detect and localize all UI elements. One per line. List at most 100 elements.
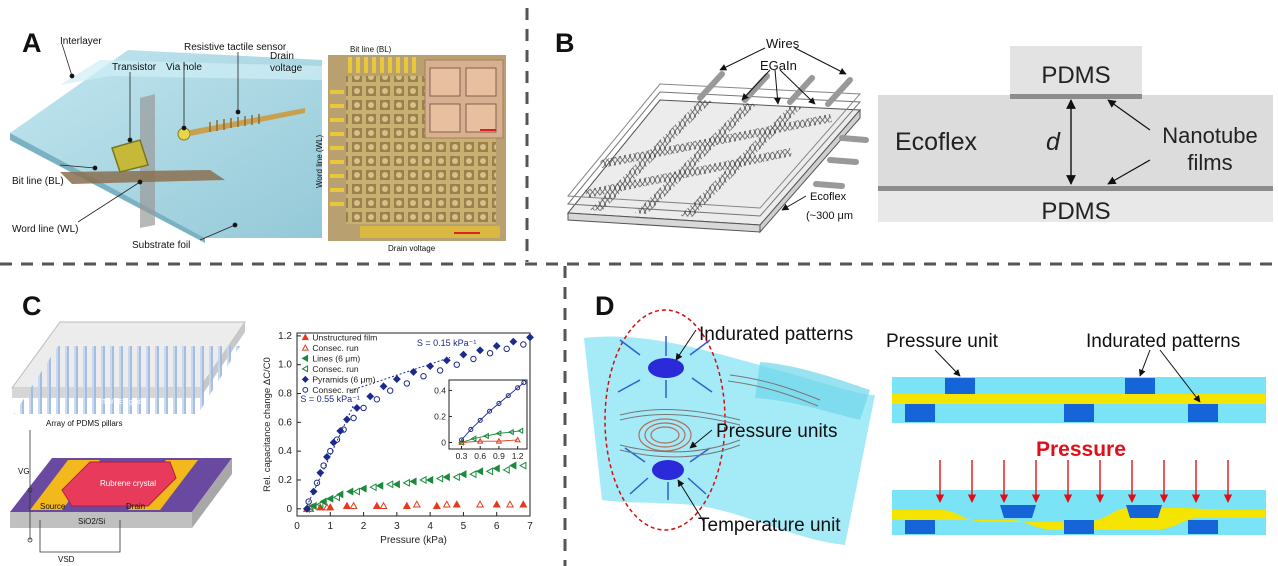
data-point (468, 426, 474, 433)
data-point (452, 500, 461, 508)
inset-y-tick-label: 0.4 (434, 385, 446, 395)
via-hole-label: Via hole (166, 62, 202, 73)
data-point (327, 447, 334, 455)
data-point (476, 346, 484, 355)
y-tick-label: 1.2 (278, 331, 292, 342)
data-point (353, 404, 361, 412)
pressure-label: Pressure (1036, 438, 1126, 461)
data-point (366, 392, 375, 401)
ecoflex-cross-label: Ecoflex (895, 128, 977, 156)
data-point (409, 477, 417, 486)
rubrene-crystal-label: Rubrene crystal (100, 479, 156, 488)
sensitivity-annotation-low: S = 0.55 kPa⁻¹ (300, 394, 360, 404)
data-point (514, 436, 521, 443)
x-tick-label: 0 (294, 521, 300, 532)
data-point (403, 380, 411, 387)
panel-d-letter: D (595, 291, 615, 321)
data-point (301, 365, 309, 373)
data-point (385, 480, 394, 489)
data-point (495, 430, 502, 437)
panel-d-cross-sections: Pressure unit Indurated patterns Pressur… (886, 331, 1266, 535)
fit-line-low (306, 404, 355, 507)
data-point (517, 427, 524, 435)
legend-label: Consec. run (312, 364, 359, 374)
drain-voltage-label-1: Drain (270, 51, 294, 62)
temperature-unit-label: Temperature unit (698, 515, 841, 536)
data-point (477, 417, 483, 423)
data-point (459, 350, 468, 359)
inset-y-tick-label: 0.2 (434, 411, 446, 421)
panel-a-micrograph: Bit line (BL) Drain voltage Word line (W… (315, 45, 506, 253)
wires-label: Wires (766, 36, 800, 51)
indurated-patterns-label: Indurated patterns (699, 324, 853, 345)
data-point (316, 500, 324, 509)
pdms-bottom-label: PDMS (1041, 198, 1110, 225)
interlayer-label: Interlayer (60, 36, 102, 47)
data-point (432, 501, 441, 509)
nanotube-label-2: films (1187, 150, 1232, 175)
x-tick-label: 4 (427, 521, 433, 532)
ecoflex-label-1: Ecoflex (810, 191, 847, 203)
x-tick-label: 6 (494, 521, 500, 532)
data-point (313, 479, 321, 487)
data-point (402, 478, 410, 487)
panel-b-letter: B (555, 28, 575, 58)
data-point (515, 385, 521, 391)
data-point (425, 475, 434, 485)
data-point (492, 500, 501, 508)
inset-y-tick-label: 0 (441, 437, 446, 447)
data-point (369, 483, 377, 492)
pressure-units-label: Pressure units (716, 421, 837, 442)
data-point (302, 386, 309, 393)
data-point (476, 500, 485, 508)
x-tick-label: 7 (527, 521, 533, 532)
data-point (392, 375, 401, 384)
y-tick-label: 1.0 (278, 360, 292, 371)
data-point (519, 500, 528, 508)
data-point (379, 501, 388, 509)
source-label: Source (40, 502, 66, 511)
word-line-label: Word line (WL) (12, 224, 79, 235)
data-point (340, 426, 347, 433)
data-point (373, 396, 381, 403)
data-point (469, 470, 477, 479)
nanotube-label-1: Nanotube (1162, 123, 1257, 148)
panel-a-letter: A (22, 28, 42, 58)
data-point (470, 435, 477, 442)
x-tick-label: 2 (361, 521, 367, 532)
y-axis-label: Rel. capacitance change ΔC/C0 (262, 357, 273, 492)
data-point (309, 487, 318, 496)
panel-dividers (0, 8, 1278, 566)
data-point (320, 462, 327, 469)
data-point (301, 333, 309, 341)
data-point (333, 436, 341, 443)
x-tick-label: 5 (461, 521, 467, 532)
pdms-top-label: PDMS (1041, 62, 1110, 89)
legend-label: Unstructured film (312, 332, 377, 342)
micrograph-drain-voltage-label: Drain voltage (388, 244, 436, 253)
sensitivity-annotation-high: S = 0.15 kPa⁻¹ (417, 338, 477, 348)
panel-c-letter: C (22, 291, 42, 321)
data-point (442, 500, 451, 508)
data-point (402, 501, 411, 509)
data-point (435, 474, 444, 483)
data-point (326, 494, 334, 503)
data-point (476, 437, 484, 444)
data-point (305, 498, 312, 505)
inset-x-tick-label: 1.2 (512, 451, 524, 461)
data-point (485, 467, 494, 476)
data-point (329, 438, 338, 447)
y-tick-label: 0.4 (278, 446, 292, 457)
data-point (453, 361, 460, 368)
data-point (509, 337, 518, 346)
inset-x-tick-label: 0.9 (493, 451, 505, 461)
ecoflex-label-2: (~300 μm (806, 210, 853, 222)
panel-c-device: ITO/PET grid Array of PDMS pillars Rubre… (10, 321, 246, 564)
panel-a-device-illustration (10, 50, 322, 243)
data-point (519, 461, 527, 470)
micrograph-bit-line-label: Bit line (BL) (350, 45, 392, 54)
inset-series-line (461, 439, 518, 443)
data-point (343, 415, 351, 424)
